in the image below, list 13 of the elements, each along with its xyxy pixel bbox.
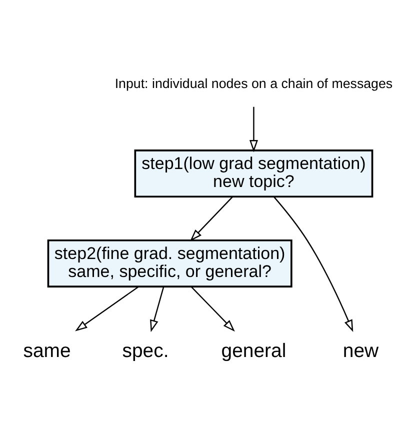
node-text: Input: individual nodes on a chain of messages <box>114 76 393 91</box>
arrow <box>191 286 235 332</box>
node-box: step2(fine grad. segmentation) same, specific, or general? <box>47 238 292 287</box>
node-text: same <box>23 339 71 362</box>
arrow <box>273 196 354 332</box>
arrow <box>190 196 233 241</box>
arrow <box>249 106 258 152</box>
node-text: general <box>221 339 286 362</box>
arrow <box>75 286 139 331</box>
arrow <box>150 286 164 332</box>
node-text: spec. <box>122 339 169 362</box>
node-box: step1(low grad segmentation) new topic? <box>134 149 374 198</box>
node-text: new <box>342 339 379 362</box>
